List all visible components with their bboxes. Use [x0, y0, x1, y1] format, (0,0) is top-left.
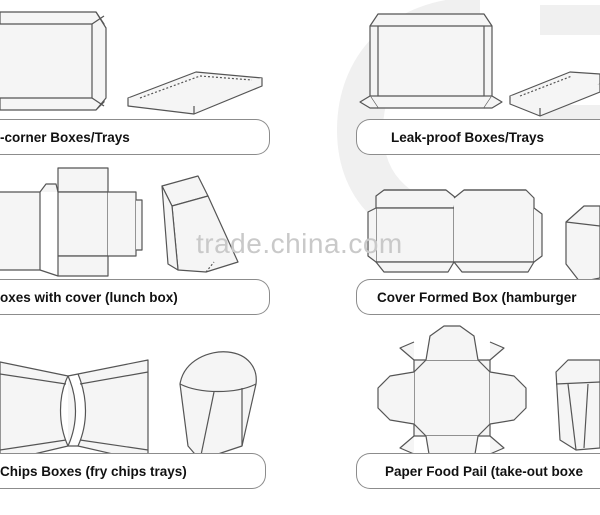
chips-box-unfolded-diagram [0, 359, 149, 463]
food-pail-unfolded-diagram [377, 325, 527, 471]
hamburger-box-unfolded-diagram [367, 189, 543, 273]
leakproof-tray-folded-diagram [509, 71, 600, 117]
label-paper-food-pail: Paper Food Pail (take-out boxe [356, 453, 600, 489]
corner-tray-folded-diagram [127, 71, 263, 115]
lunch-box-folded-diagram [161, 175, 239, 273]
corner-tray-unfolded-diagram [0, 11, 107, 111]
label-cover-formed-box: Cover Formed Box (hamburger [356, 279, 600, 315]
chips-box-folded-diagram [179, 351, 257, 461]
label-chips-boxes: Chips Boxes (fry chips trays) [0, 453, 266, 489]
watermark-text: trade.china.com [196, 228, 403, 259]
label-lunch-box: oxes with cover (lunch box) [0, 279, 270, 315]
label-leakproof-boxes-trays: Leak-proof Boxes/Trays [356, 119, 600, 155]
food-pail-folded-diagram [555, 359, 600, 451]
lunch-box-unfolded-diagram [0, 167, 143, 277]
label-corner-boxes-trays: -corner Boxes/Trays [0, 119, 270, 155]
leakproof-tray-unfolded-diagram [359, 13, 503, 109]
hamburger-box-folded-diagram [565, 205, 600, 283]
